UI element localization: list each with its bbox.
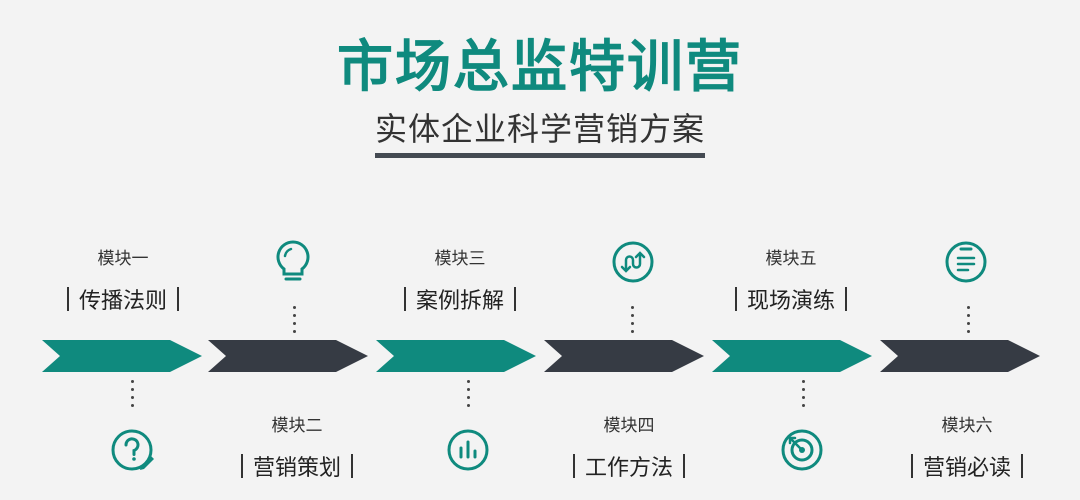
module-number: 模块六 bbox=[941, 416, 993, 436]
module-number: 模块二 bbox=[271, 416, 323, 436]
connector-dots bbox=[629, 306, 635, 340]
module-4: 模块四 工作方法 bbox=[554, 411, 704, 482]
module-3: 模块三 案例拆解 bbox=[385, 244, 535, 315]
module-1: 模块一 传播法则 bbox=[48, 244, 198, 315]
arrow-segment-6 bbox=[880, 340, 1040, 372]
target-icon bbox=[781, 429, 823, 471]
connector-dots bbox=[129, 380, 135, 414]
connector-dots bbox=[800, 380, 806, 414]
lightbulb-icon bbox=[276, 240, 310, 281]
module-name: 营销策划 bbox=[252, 456, 341, 481]
module-name: 营销必读 bbox=[922, 456, 1011, 481]
module-number: 模块三 bbox=[434, 249, 486, 269]
arrow-segment-2 bbox=[208, 340, 368, 372]
module-name: 现场演练 bbox=[746, 289, 835, 314]
title-underline bbox=[375, 153, 705, 158]
module-number: 模块一 bbox=[97, 249, 149, 269]
bar-chart-icon bbox=[447, 429, 489, 471]
clipboard-icon bbox=[945, 241, 987, 283]
module-name: 案例拆解 bbox=[415, 289, 504, 314]
arrows-cycle-icon bbox=[612, 241, 654, 283]
module-name: 传播法则 bbox=[78, 289, 167, 314]
module-5: 模块五 现场演练 bbox=[716, 244, 866, 315]
module-number: 模块四 bbox=[603, 416, 655, 436]
module-6: 模块六 营销必读 bbox=[892, 411, 1042, 482]
arrow-segment-5 bbox=[712, 340, 872, 372]
arrow-segment-1 bbox=[42, 340, 202, 372]
module-name: 工作方法 bbox=[584, 456, 673, 481]
page-subtitle: 实体企业科学营销方案 bbox=[374, 110, 705, 148]
page-title: 市场总监特训营 bbox=[337, 35, 743, 100]
connector-dots bbox=[291, 306, 297, 340]
module-2: 模块二 营销策划 bbox=[222, 411, 372, 482]
question-pen-icon bbox=[111, 429, 154, 471]
connector-dots bbox=[465, 380, 471, 414]
connector-dots bbox=[965, 306, 971, 340]
module-number: 模块五 bbox=[765, 249, 817, 269]
arrow-segment-3 bbox=[376, 340, 536, 372]
arrow-segment-4 bbox=[544, 340, 704, 372]
